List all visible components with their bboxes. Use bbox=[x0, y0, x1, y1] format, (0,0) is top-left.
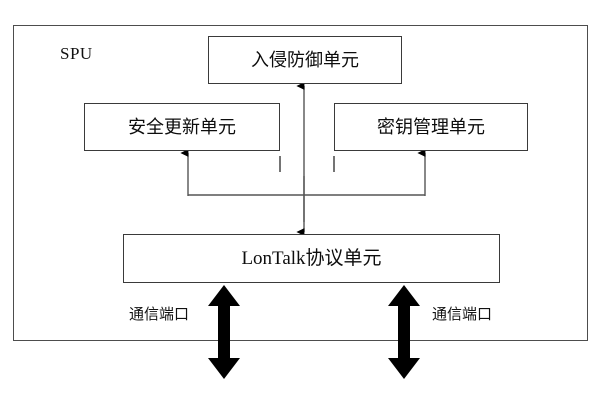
box-intrusion-prevention-unit[interactable]: 入侵防御单元 bbox=[208, 36, 402, 84]
box-intrusion-prevention-unit-label: 入侵防御单元 bbox=[251, 50, 359, 70]
right-communication-port-label: 通信端口 bbox=[432, 307, 493, 323]
box-key-management-unit[interactable]: 密钥管理单元 bbox=[334, 103, 528, 151]
box-security-update-unit[interactable]: 安全更新单元 bbox=[84, 103, 280, 151]
box-key-management-unit-label: 密钥管理单元 bbox=[377, 117, 485, 137]
spu-label: SPU bbox=[60, 44, 93, 63]
left-communication-port-arrow-icon bbox=[208, 285, 240, 379]
box-lontalk-protocol-unit[interactable]: LonTalk协议单元 bbox=[123, 234, 500, 283]
box-lontalk-protocol-unit-label: LonTalk协议单元 bbox=[241, 248, 382, 269]
box-security-update-unit-label: 安全更新单元 bbox=[128, 117, 236, 137]
right-communication-port-arrow-icon bbox=[388, 285, 420, 379]
spu-enclosure bbox=[13, 25, 588, 341]
left-communication-port-label: 通信端口 bbox=[129, 307, 190, 323]
